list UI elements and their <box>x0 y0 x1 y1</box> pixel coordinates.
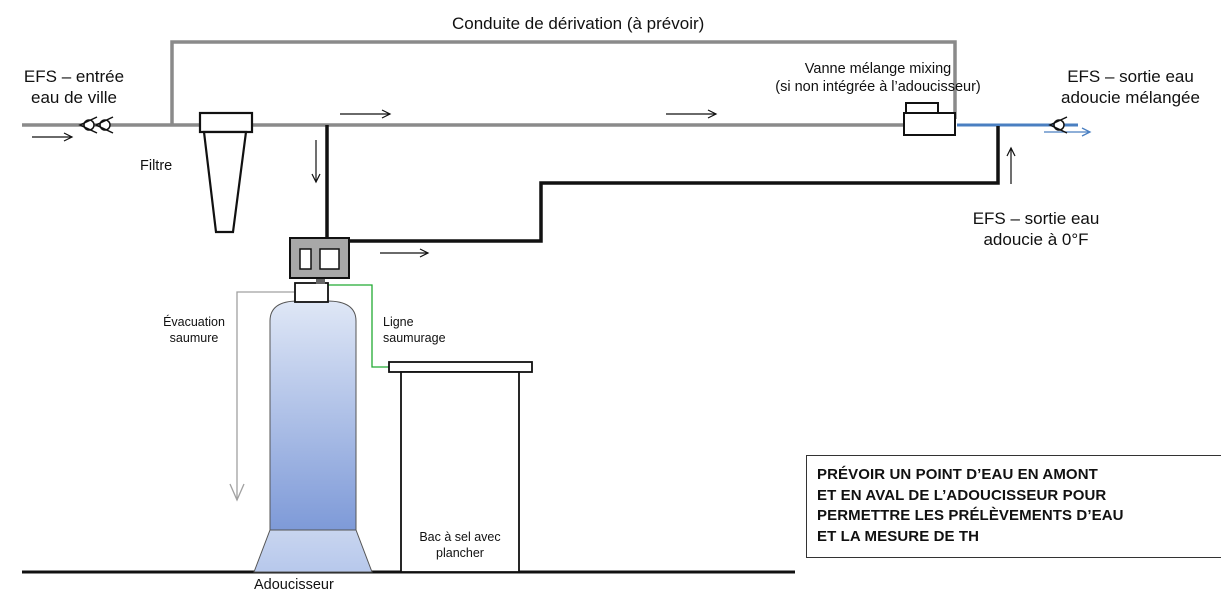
brine-line-pipe <box>327 284 392 368</box>
note-line: PERMETTRE LES PRÉLÈVEMENTS D’EAU <box>817 507 1124 524</box>
up-flow-arrow <box>1006 146 1016 184</box>
mixing-valve-label-line2: (si non intégrée à l’adoucisseur) <box>775 79 981 95</box>
brine-drain-pipe <box>236 291 294 500</box>
soft-water-pipe <box>349 126 1000 243</box>
sampling-note: PRÉVOIR UN POINT D’EAU EN AMONT ET EN AV… <box>806 455 1221 558</box>
note-line: ET EN AVAL DE L’ADOUCISSEUR POUR <box>817 486 1107 504</box>
drain-label-line2: saumure <box>169 330 219 345</box>
main-flow-arrow <box>340 109 392 119</box>
drain-label-line1: Évacuation <box>163 315 225 329</box>
mixed-outlet-label-line1: EFS – sortie eau <box>1067 67 1194 86</box>
inlet-label: EFS – entrée eau de ville <box>0 66 148 108</box>
softener-neck <box>294 282 329 303</box>
mixing-valve-label-line1: Vanne mélange mixing <box>804 61 952 77</box>
drain-outlet-icon <box>229 483 245 502</box>
outlet-check-valve-icon <box>1048 116 1068 134</box>
salt-tank <box>388 361 533 573</box>
brine-line-label-line1: Ligne <box>383 315 414 329</box>
softener-tank <box>269 300 357 531</box>
note-line: ET LA MESURE DE TH <box>817 527 980 545</box>
inlet-label-line2: eau de ville <box>30 88 117 107</box>
soft-outlet-label-line2: adoucie à 0°F <box>983 230 1089 249</box>
brine-line-label-line2: saumurage <box>383 330 446 345</box>
filter-icon <box>198 111 254 234</box>
inlet-flow-arrow <box>32 132 74 142</box>
filter-label: Filtre <box>140 158 173 174</box>
mixing-valve-label: Vanne mélange mixing (si non intégrée à … <box>730 60 1026 96</box>
softener-controller <box>289 237 350 279</box>
mixing-valve-icon <box>903 102 956 136</box>
softener-label: Adoucisseur <box>254 577 334 593</box>
soft-outlet-label: EFS – sortie eau adoucie à 0°F <box>945 208 1127 250</box>
inlet-label-line1: EFS – entrée <box>23 67 125 86</box>
main-flow-arrow <box>666 109 718 119</box>
drain-label: Évacuation saumure <box>152 315 236 346</box>
brine-line-label: Ligne saumurage <box>383 315 446 346</box>
bypass-pipe <box>170 40 957 125</box>
outlet-flow-arrow <box>1044 127 1092 137</box>
bypass-label: Conduite de dérivation (à prévoir) <box>452 14 705 33</box>
soft-flow-arrow <box>380 248 430 258</box>
softener-base <box>253 529 373 573</box>
mixed-outlet-label: EFS – sortie eau adoucie mélangée <box>1040 66 1221 108</box>
soft-outlet-label-line1: EFS – sortie eau <box>972 209 1100 228</box>
down-flow-arrow <box>311 140 321 184</box>
salt-tank-label: Bac à sel avec plancher <box>401 530 519 561</box>
salt-tank-label-line2: plancher <box>436 545 484 560</box>
inlet-check-valve-icon <box>78 116 114 134</box>
controller-stem <box>316 278 325 284</box>
mixed-outlet-label-line2: adoucie mélangée <box>1061 88 1200 107</box>
salt-tank-label-line1: Bac à sel avec <box>419 530 501 544</box>
note-line: PRÉVOIR UN POINT D’EAU EN AMONT <box>817 466 1098 483</box>
